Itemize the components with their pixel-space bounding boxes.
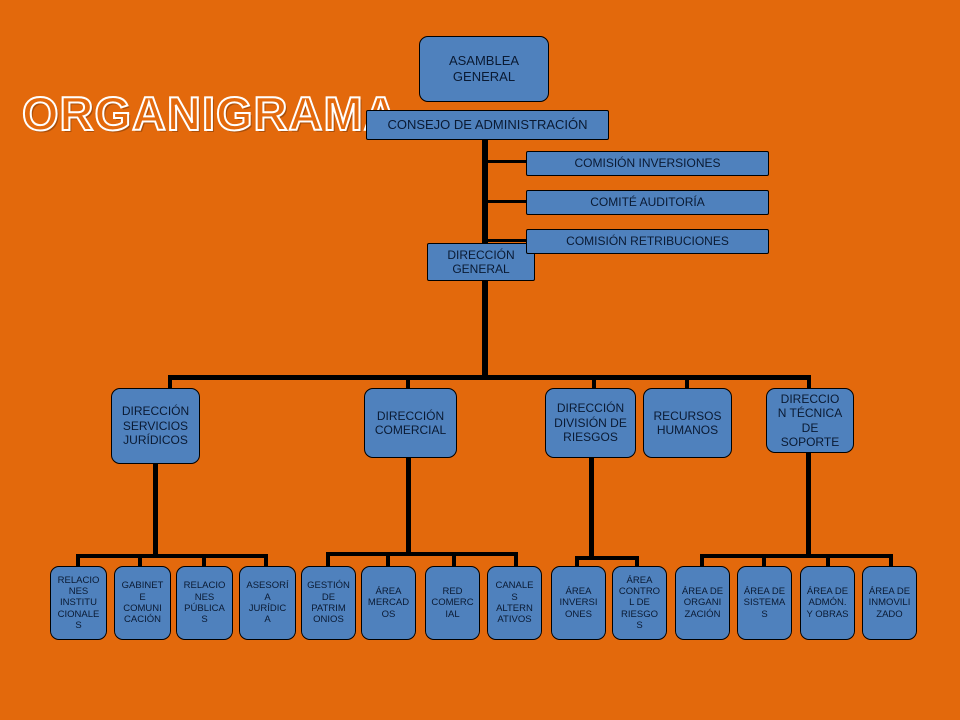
red-comercial-node: RED COMERC IAL: [425, 566, 480, 640]
connector-sub-drop: [202, 554, 206, 568]
connector-sub-drop: [575, 556, 579, 568]
gestion-patrimonios-node: GESTIÓN DE PATRIM ONIOS: [301, 566, 356, 640]
connector-sub-drop: [889, 554, 893, 568]
direccion-general-node: DIRECCIÓN GENERAL: [427, 243, 535, 281]
connector-drop: [168, 375, 172, 390]
comision-inversiones-node: COMISIÓN INVERSIONES: [526, 151, 769, 176]
connector-sub: [806, 451, 811, 558]
area-control-riesgos-node: ÁREA CONTRO L DE RIESGO S: [612, 566, 667, 640]
direccion-servicios-juridicos-node: DIRECCIÓN SERVICIOS JURÍDICOS: [111, 388, 200, 464]
comision-retribuciones-node: COMISIÓN RETRIBUCIONES: [526, 229, 769, 254]
connector-commissions: [482, 200, 528, 203]
connector-sub-drop: [514, 552, 518, 566]
connector-sub-drop: [700, 554, 704, 568]
connector-sub-bar: [700, 554, 893, 558]
area-sistemas-node: ÁREA DE SISTEMA S: [737, 566, 792, 640]
area-inmovilizado-node: ÁREA DE INMOVILI ZADO: [862, 566, 917, 640]
direccion-riesgos-node: DIRECCIÓN DIVISIÓN DE RIESGOS: [545, 388, 636, 458]
connector-sub-bar: [575, 556, 639, 560]
direccion-comercial-node: DIRECCIÓN COMERCIAL: [364, 388, 457, 458]
connector-sub: [589, 456, 594, 560]
asamblea-general-node: ASAMBLEA GENERAL: [419, 36, 549, 102]
connector-sub-drop: [76, 554, 80, 568]
connector-sub-drop: [826, 554, 830, 568]
consejo-administracion-node: CONSEJO DE ADMINISTRACIÓN: [366, 110, 609, 140]
area-admon-obras-node: ÁREA DE ADMÓN. Y OBRAS: [800, 566, 855, 640]
gabinete-comunicacion-node: GABINET E COMUNI CACIÓN: [114, 566, 171, 640]
connector-sub-drop: [635, 556, 639, 568]
connector-sub-drop: [326, 552, 330, 566]
comite-auditoria-node: COMITÉ AUDITORÍA: [526, 190, 769, 215]
connector-commissions: [482, 239, 528, 242]
direccion-tecnica-soporte-node: DIRECCIO N TÉCNICA DE SOPORTE: [766, 388, 854, 453]
connector-drop: [592, 375, 596, 390]
relaciones-institucionales-node: RELACIO NES INSTITU CIONALE S: [50, 566, 107, 640]
connector-directions-bar: [168, 375, 811, 380]
connector-sub-bar: [326, 552, 518, 556]
connector-sub: [153, 462, 158, 557]
connector-drop: [807, 375, 811, 390]
connector-sub-bar: [76, 554, 268, 558]
connector-sub-drop: [386, 552, 390, 566]
connector-drop: [685, 375, 689, 390]
connector-sub-drop: [264, 554, 268, 568]
recursos-humanos-node: RECURSOS HUMANOS: [643, 388, 732, 458]
relaciones-publicas-node: RELACIO NES PÚBLICA S: [176, 566, 233, 640]
connector-sub-drop: [452, 552, 456, 566]
area-organizacion-node: ÁREA DE ORGANI ZACIÓN: [675, 566, 730, 640]
connector-sub: [406, 456, 411, 556]
area-mercados-node: ÁREA MERCAD OS: [361, 566, 416, 640]
page-title: ORGANIGRAMA: [21, 87, 399, 140]
connector-drop: [406, 375, 410, 390]
connector-commissions: [482, 160, 528, 163]
connector-sub-drop: [762, 554, 766, 568]
area-inversiones-node: ÁREA INVERSI ONES: [551, 566, 606, 640]
connector-sub-drop: [138, 554, 142, 568]
canales-alternativos-node: CANALE S ALTERN ATIVOS: [487, 566, 542, 640]
asesoria-juridica-node: ASESORÍ A JURÍDIC A: [239, 566, 296, 640]
